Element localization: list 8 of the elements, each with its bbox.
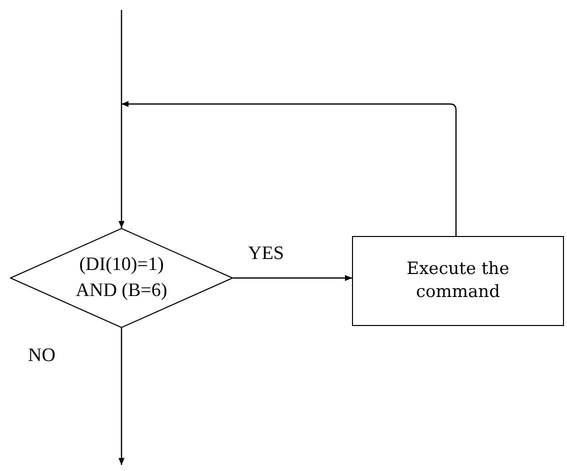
decision-diamond <box>10 228 233 328</box>
arrow <box>118 10 124 228</box>
process-box <box>352 236 564 326</box>
node-text: (DI(10)=1) AND (B=6) <box>74 253 168 303</box>
node-text: Execute the command <box>406 258 510 304</box>
arrow <box>233 275 352 281</box>
arrow <box>122 101 457 236</box>
arrow <box>118 328 124 465</box>
